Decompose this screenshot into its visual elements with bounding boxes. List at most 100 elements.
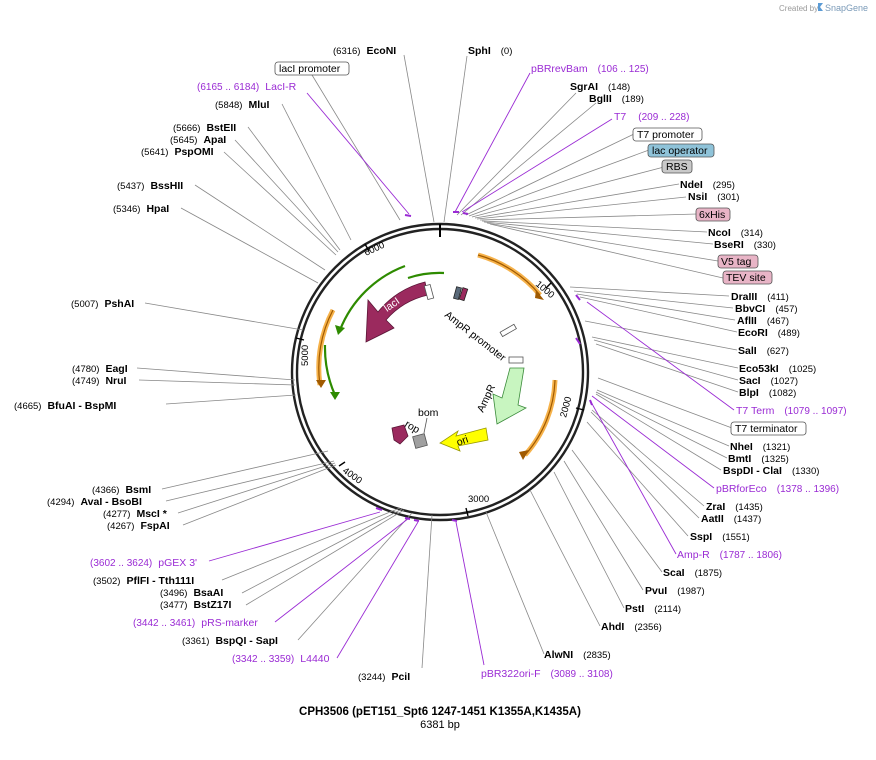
orf-arc-6 [323,344,337,396]
svg-text:Eco53kI(1025): Eco53kI(1025) [739,363,816,375]
svg-text:AlwNI(2835): AlwNI(2835) [544,649,611,661]
svg-text:BspDI - ClaI(1330): BspDI - ClaI(1330) [723,465,819,477]
svg-text:ScaI(1875): ScaI(1875) [663,567,722,579]
tick-marks [295,243,585,517]
svg-text:AatII(1437): AatII(1437) [701,513,761,525]
feature-box-6xhis: 6xHis [695,207,731,222]
svg-text:SspI(1551): SspI(1551) [690,531,750,543]
svg-text:(5645)ApaI: (5645)ApaI [170,134,226,146]
svg-text:(3342 .. 3359)L4440: (3342 .. 3359)L4440 [232,653,330,665]
svg-text:PvuI(1987): PvuI(1987) [645,585,705,597]
svg-text:(5437)BssHII: (5437)BssHII [117,180,183,192]
svg-text:lac operator: lac operator [652,145,708,157]
svg-text:6xHis: 6xHis [699,209,725,221]
ampr-arrow [492,367,527,425]
svg-text:(5641)PspOMI: (5641)PspOMI [141,146,214,158]
feature-box-tev-site: TEV site [722,270,773,285]
svg-text:(3496)BsaAI: (3496)BsaAI [160,587,223,599]
svg-text:(3602 .. 3624)pGEX 3': (3602 .. 3624)pGEX 3' [90,557,197,569]
svg-text:NsiI(301): NsiI(301) [688,191,739,203]
leader-lines [136,54,739,669]
ori-label: ori [455,434,470,449]
laci-arrow [365,281,429,343]
svg-text:T7(209 .. 228): T7(209 .. 228) [614,111,689,123]
svg-text:(3442 .. 3461)pRS-marker: (3442 .. 3461)pRS-marker [133,617,258,629]
promoter-boxes [423,283,524,364]
primer-leaders [208,72,735,666]
svg-text:Amp-R(1787 .. 1806): Amp-R(1787 .. 1806) [677,549,782,561]
tick-label-2000: 2000 [558,396,574,419]
plasmid-length: 6381 bp [420,719,460,731]
svg-text:(3502)PflFI - Tth111I: (3502)PflFI - Tth111I [93,575,194,587]
ampr-promoter-label: AmpR promoter [442,309,508,364]
svg-text:(5666)BstEII: (5666)BstEII [173,122,236,134]
svg-text:pBRrevBam(106 .. 125): pBRrevBam(106 .. 125) [531,63,649,75]
tick-label-5000: 5000 [300,345,311,366]
svg-text:(5007)PshAI: (5007)PshAI [71,298,134,310]
svg-text:(4267)FspAI: (4267)FspAI [107,520,170,532]
svg-text:(4780)EagI: (4780)EagI [72,363,128,375]
svg-text:AhdI(2356): AhdI(2356) [601,621,662,633]
feature-box-v5-tag: V5 tag [717,254,759,269]
svg-text:(3477)BstZ17I: (3477)BstZ17I [160,599,231,611]
svg-text:TEV site: TEV site [726,272,766,284]
svg-text:T7 promoter: T7 promoter [637,129,695,141]
svg-text:BglII(189): BglII(189) [589,93,644,105]
svg-text:DraIII(411): DraIII(411) [731,291,789,303]
svg-text:pBR322ori-F(3089 .. 3108): pBR322ori-F(3089 .. 3108) [481,668,613,680]
svg-text:BseRI(330): BseRI(330) [714,239,776,251]
svg-text:EcoRI(489): EcoRI(489) [738,327,800,339]
svg-text:SalI(627): SalI(627) [738,345,789,357]
svg-text:V5 tag: V5 tag [721,256,752,268]
feature-box-rbs: RBS [661,159,693,174]
orf-arc-2 [523,379,558,457]
svg-text:(3244)PciI: (3244)PciI [358,671,410,683]
svg-text:T7 Term(1079 .. 1097): T7 Term(1079 .. 1097) [736,405,847,417]
ori-arrow [439,427,489,452]
site-labels-left: (6316)EcoNI (5848)MluI (5666)BstEII (564… [14,45,410,683]
snapgene-logo-icon [818,3,823,11]
orf-arrowheads [316,290,544,460]
rop-arrow [391,424,409,445]
tick-label-3000: 3000 [468,494,489,505]
svg-text:T7 terminator: T7 terminator [735,423,798,435]
svg-text:(5346)HpaI: (5346)HpaI [113,203,169,215]
svg-text:SgrAI(148): SgrAI(148) [570,81,630,93]
svg-text:NcoI(314): NcoI(314) [708,227,763,239]
orf-arc-5 [407,271,445,280]
svg-text:(4665)BfuAI - BspMI: (4665)BfuAI - BspMI [14,400,116,412]
credit-prefix: Created by [779,4,818,13]
svg-text:(4277)MscI *: (4277)MscI * [103,508,168,520]
bom-label: bom [418,407,439,419]
svg-text:(6165 .. 6184)LacI-R: (6165 .. 6184)LacI-R [197,81,297,93]
svg-text:BmtI(1325): BmtI(1325) [728,453,789,465]
orf-arcs [316,252,558,457]
svg-text:NdeI(295): NdeI(295) [680,179,735,191]
site-labels-right: SphI(0) SgrAI(148) BglII(189) NdeI(295) … [468,45,819,661]
feature-box-t7-terminator: T7 terminator [730,421,807,436]
orf-arc-4 [338,264,406,331]
feature-box-laci-promoter: lacI promoter [274,61,350,76]
svg-text:ZraI(1435): ZraI(1435) [706,501,763,513]
bom-box [412,433,428,449]
svg-text:(5848)MluI: (5848)MluI [215,99,270,111]
backbone [290,222,590,522]
primer-ticks [375,211,593,522]
svg-text:lacI promoter: lacI promoter [279,63,341,75]
svg-text:pBRforEco(1378 .. 1396): pBRforEco(1378 .. 1396) [716,483,839,495]
svg-text:SacI(1027): SacI(1027) [739,375,798,387]
svg-text:NheI(1321): NheI(1321) [730,441,790,453]
svg-text:(4749)NruI: (4749)NruI [72,375,127,387]
svg-text:PstI(2114): PstI(2114) [625,603,681,615]
svg-text:(3361)BspQI - SapI: (3361)BspQI - SapI [182,635,278,647]
svg-text:(4366)BsmI: (4366)BsmI [92,484,151,496]
svg-text:AflII(467): AflII(467) [737,315,789,327]
primer-labels: (6165 .. 6184)LacI-R pBRrevBam(106 .. 12… [90,63,847,680]
svg-text:RBS: RBS [666,161,688,173]
svg-text:BlpI(1082): BlpI(1082) [739,387,796,399]
svg-text:SphI(0): SphI(0) [468,45,512,57]
feature-box-lac-operator: lac operator [647,143,715,158]
svg-text:(4294)AvaI - BsoBI: (4294)AvaI - BsoBI [47,496,142,508]
credit-brand: SnapGene [825,3,868,13]
